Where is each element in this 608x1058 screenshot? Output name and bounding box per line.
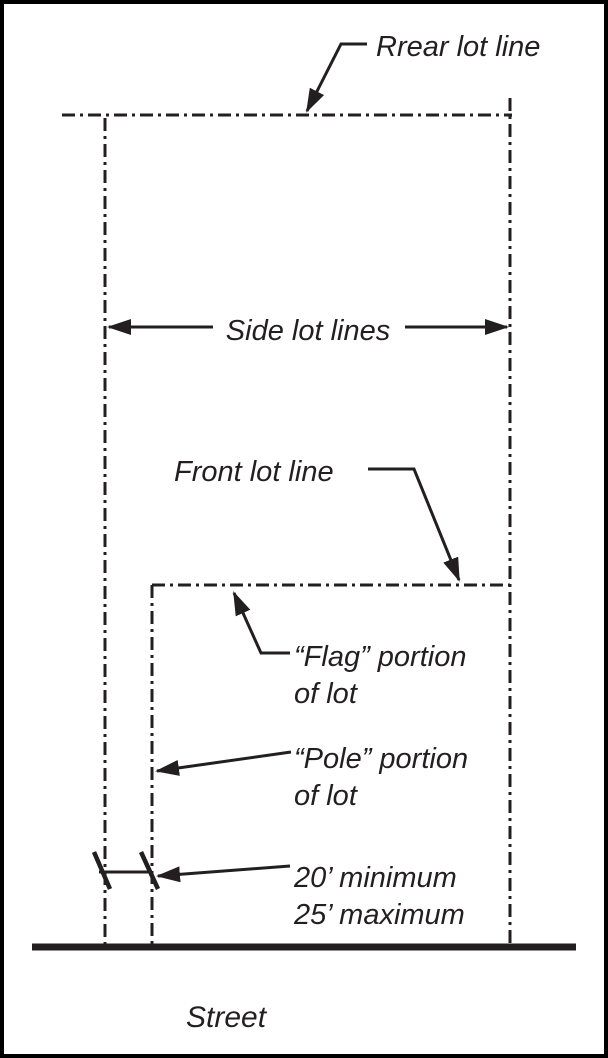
dimension-leader-arrow <box>156 864 291 883</box>
flag-portion-arrow <box>232 591 290 655</box>
pole-width-dimension <box>91 851 161 890</box>
diagram-labels: Rrear lot line Side lot lines Front lot … <box>174 31 540 1034</box>
pole-portion-arrow <box>155 750 292 776</box>
pole-width-dimension-label-line2: 25’ maximum <box>293 899 465 931</box>
dimension-tick-right <box>138 851 161 890</box>
rear-lot-line-label: Rrear lot line <box>376 31 540 63</box>
pole-portion-label-line1: “Pole” portion <box>294 743 468 775</box>
street-label: Street <box>186 1001 268 1034</box>
flag-portion-label-line2: of lot <box>294 678 359 710</box>
callout-arrows <box>107 42 509 883</box>
front-lot-line-arrow <box>368 467 461 582</box>
lot-boundary-lines <box>62 98 512 944</box>
flag-portion-label-line1: “Flag” portion <box>294 641 466 673</box>
side-lot-lines-label: Side lot lines <box>226 315 390 347</box>
front-lot-line-label: Front lot line <box>174 456 334 488</box>
pole-portion-label-line2: of lot <box>294 780 359 812</box>
rear-lot-line-arrow <box>305 42 367 113</box>
pole-width-dimension-label-line1: 20’ minimum <box>293 862 457 894</box>
dimension-tick-left <box>91 851 113 890</box>
